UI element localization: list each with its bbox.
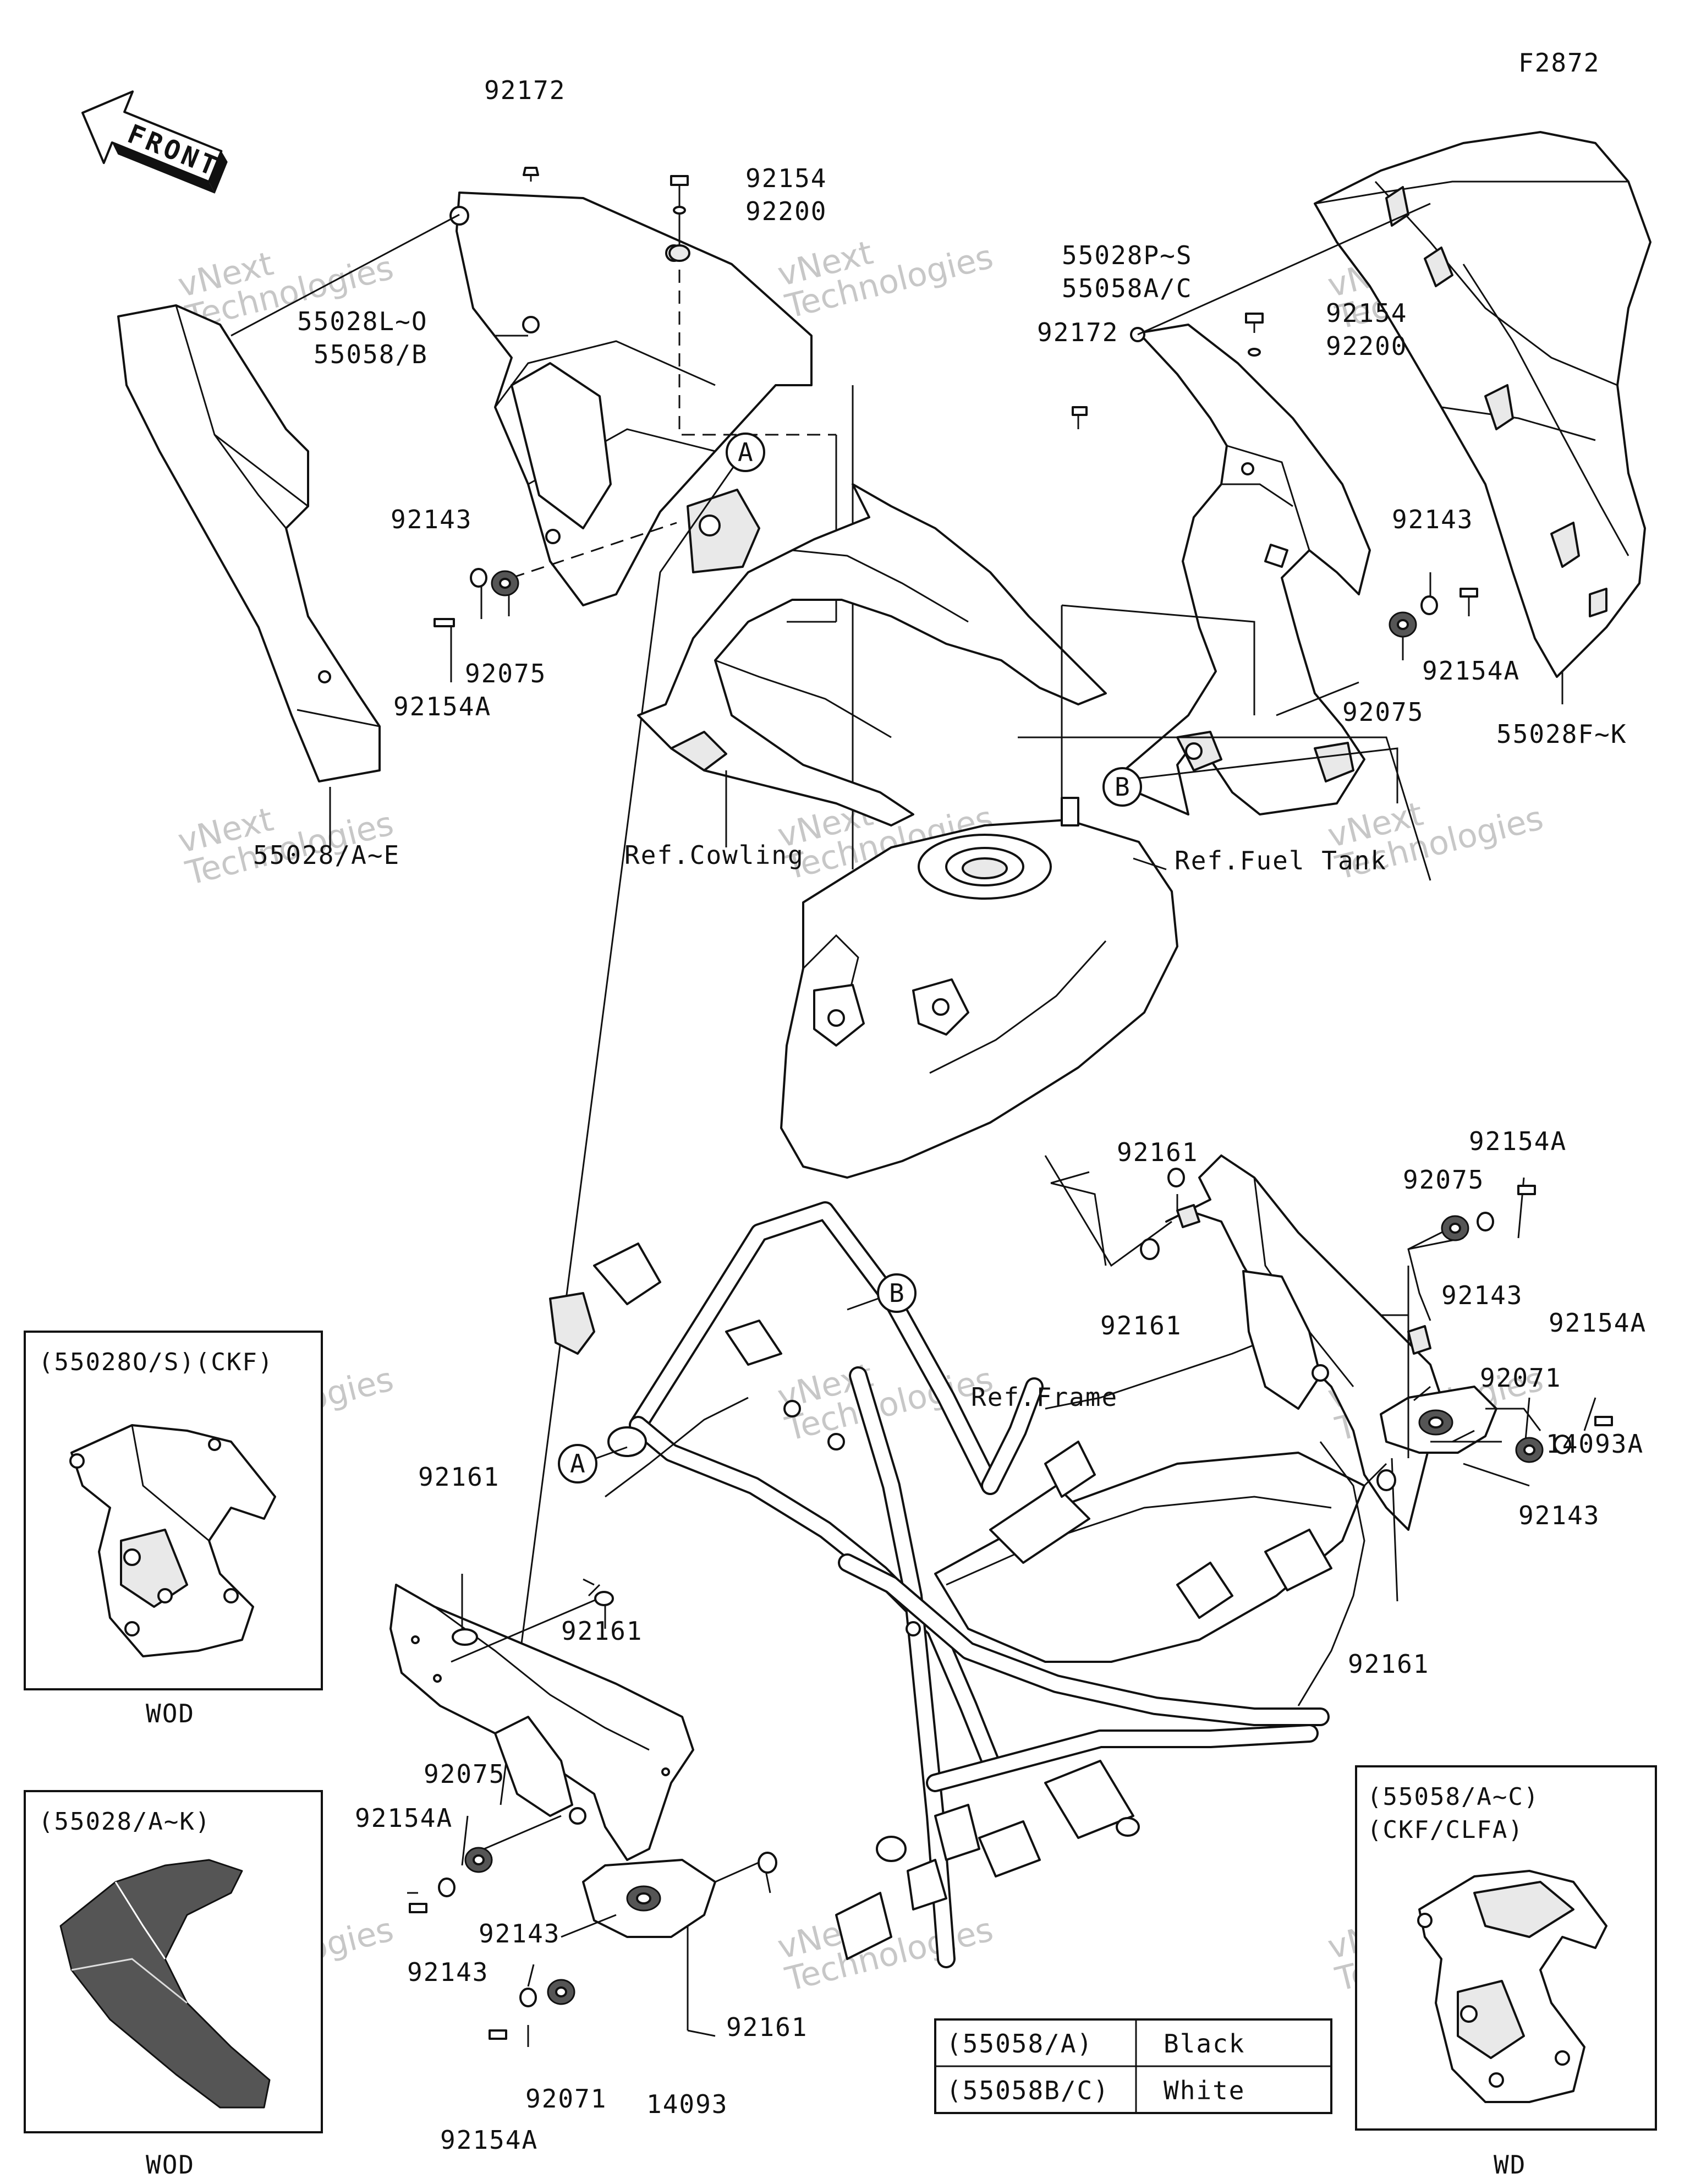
group-bracket-line: [1045, 736, 1431, 881]
label-55028F-K: 55028F~K: [1496, 719, 1627, 749]
label-92143: 92143: [1441, 1280, 1523, 1310]
label-14093: 14093: [646, 2089, 728, 2119]
label-ref-cowling: Ref.Cowling: [624, 840, 804, 870]
callout-b-upper: B: [1102, 767, 1142, 807]
callout-b-label: B: [1115, 772, 1131, 802]
label-92154A: 92154A: [440, 2125, 538, 2155]
front-arrow: FRONT: [81, 90, 228, 194]
fasteners-upper-right: [1072, 313, 1478, 638]
label-92143: 92143: [479, 1919, 560, 1948]
label-92161: 92161: [1348, 1649, 1429, 1679]
label-92075: 92075: [1403, 1165, 1484, 1195]
inset-top-left: (55028O/S)(CKF) WOD: [24, 1331, 323, 1728]
label-92143: 92143: [391, 505, 472, 534]
inset-caption: WOD: [146, 1699, 195, 1728]
outer-cowl-right: [1314, 131, 1651, 704]
group-bracket-line: [1050, 1182, 1107, 1266]
inset-caption: WD: [1494, 2150, 1526, 2180]
fasteners-left-lower: [409, 1591, 777, 2040]
inset-bottom-right: (55058/A~C) (CKF/CLFA) WD: [1355, 1765, 1657, 2180]
inset-caption: WOD: [146, 2150, 195, 2180]
inner-panel-left: [389, 1584, 694, 1861]
part-labels: 92172 92154 92200 55028L~O 55058/B 92143…: [253, 75, 1647, 2155]
inset-title: (55058/A~C): [1367, 1783, 1539, 1811]
label-92154A: 92154A: [393, 692, 491, 721]
label-92143: 92143: [1518, 1501, 1600, 1530]
label-92143: 92143: [1392, 505, 1473, 534]
leaders-left-lower: [407, 1574, 771, 2047]
side-panel-left: [117, 304, 381, 782]
inner-duct-right: [1165, 1154, 1442, 1531]
callout-a-upper: A: [726, 433, 765, 472]
ref-cowling: [637, 483, 1107, 847]
label-92172: 92172: [1037, 318, 1118, 347]
label-14093A: 14093A: [1546, 1429, 1644, 1459]
figure-code: F2872: [1518, 48, 1600, 78]
callout-a-label: A: [738, 437, 754, 467]
color-table-code: (55058/A): [946, 2029, 1093, 2059]
label-92075: 92075: [465, 659, 546, 688]
label-55028P-S: 55028P~S: [1062, 240, 1193, 270]
callout-a-frame: A: [558, 1444, 628, 1484]
inset-title: (55028O/S)(CKF): [39, 1348, 273, 1376]
label-92071: 92071: [1480, 1363, 1561, 1393]
leaders-upper-right: [1018, 202, 1470, 871]
label-92154A: 92154A: [355, 1803, 453, 1833]
label-92143: 92143: [407, 1957, 489, 1987]
label-92154A: 92154A: [1422, 656, 1520, 686]
label-55058A-C: 55058A/C: [1062, 273, 1193, 303]
ref-fuel-tank: [780, 797, 1178, 1179]
label-55028-A-E: 55028/A~E: [253, 840, 400, 870]
label-92154: 92154: [1326, 298, 1407, 328]
color-table-color: White: [1164, 2076, 1245, 2105]
label-92154A: 92154A: [1469, 1126, 1567, 1156]
label-92075: 92075: [424, 1759, 505, 1789]
color-table-color: Black: [1164, 2029, 1245, 2059]
bracket-14093A: [1380, 1386, 1497, 1454]
fasteners-right-lower: [1140, 1168, 1613, 1491]
label-92071: 92071: [525, 2084, 607, 2114]
label-92161: 92161: [726, 2012, 808, 2042]
fasteners-upper-left: [434, 167, 690, 627]
color-table-code: (55058B/C): [946, 2076, 1110, 2105]
color-table: (55058/A) Black (55058B/C) White: [934, 2018, 1332, 2114]
label-ref-frame: Ref.Frame: [971, 1382, 1118, 1412]
label-92161: 92161: [1100, 1311, 1182, 1340]
label-92200: 92200: [745, 196, 827, 226]
label-55058-B: 55058/B: [314, 340, 428, 369]
leaders-upper-left: [231, 176, 854, 1805]
label-92154A: 92154A: [1549, 1308, 1647, 1338]
inner-cowl-left: [449, 191, 813, 606]
inset-bottom-left: (55028/A~K) WOD: [24, 1790, 323, 2180]
callout-a-label: A: [570, 1449, 586, 1479]
label-92172: 92172: [484, 75, 566, 105]
callout-b-frame: B: [847, 1273, 917, 1313]
label-92075: 92075: [1342, 697, 1424, 727]
label-92161: 92161: [1117, 1137, 1198, 1167]
label-92154: 92154: [745, 163, 827, 193]
label-92161: 92161: [418, 1462, 500, 1492]
label-ref-fuel-tank: Ref.Fuel Tank: [1175, 846, 1387, 875]
ref-frame: [549, 1201, 1408, 1968]
label-92200: 92200: [1326, 331, 1407, 361]
bracket-14093: [582, 1859, 716, 1938]
label-55028L-O: 55028L~O: [297, 306, 428, 336]
group-bracket-line: [1050, 1171, 1090, 1184]
inner-cowl-right: [1110, 324, 1371, 815]
inset-title: (CKF/CLFA): [1367, 1816, 1524, 1844]
label-92161: 92161: [561, 1616, 643, 1646]
inset-title: (55028/A~K): [39, 1808, 211, 1836]
callout-b-label: B: [889, 1278, 906, 1308]
